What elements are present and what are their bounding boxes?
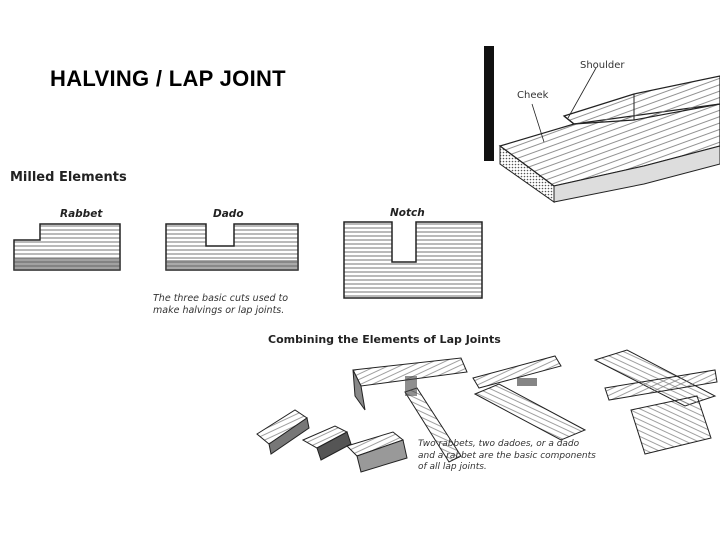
notch-label: Notch xyxy=(390,207,425,219)
milled-elements-heading: Milled Elements xyxy=(10,170,127,185)
milled-caption-line2: make halvings or lap joints. xyxy=(153,305,285,316)
combining-heading: Combining the Elements of Lap Joints xyxy=(268,333,501,346)
milled-caption: The three basic cuts used to make halvin… xyxy=(153,293,288,317)
slide-title: HALVING / LAP JOINT xyxy=(50,66,286,91)
combining-caption-line1: Two rabbets, two dadoes, or a dado xyxy=(418,439,580,449)
combining-caption-line3: of all lap joints. xyxy=(418,462,487,472)
combining-sketches xyxy=(256,349,718,473)
milled-caption-line1: The three basic cuts used to xyxy=(153,293,289,304)
shoulder-label: Shoulder xyxy=(580,60,625,71)
rabbet-label: Rabbet xyxy=(60,208,103,220)
notch-diagram xyxy=(343,221,483,299)
combining-caption: Two rabbets, two dadoes, or a dado and a… xyxy=(418,439,596,474)
dado-label: Dado xyxy=(213,208,244,220)
cheek-label: Cheek xyxy=(517,90,549,101)
combining-caption-line2: and a rabbet are the basic components xyxy=(418,450,596,461)
dado-diagram xyxy=(165,223,299,271)
lap-board-sketch xyxy=(484,46,720,203)
rabbet-diagram xyxy=(13,223,121,271)
